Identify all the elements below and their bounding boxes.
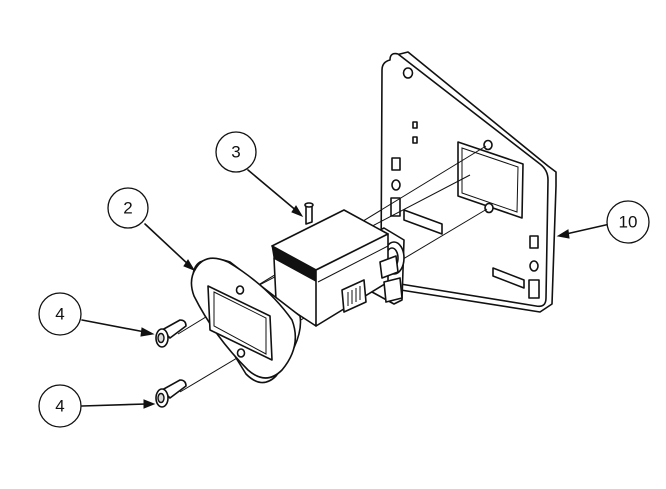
leader-lines — [81, 169, 611, 409]
callout-4-upper-label: 4 — [55, 305, 64, 324]
servo-motor — [271, 202, 405, 327]
servo-bezel — [190, 257, 302, 384]
mounting-plate — [380, 51, 557, 313]
screw-upper — [155, 319, 187, 348]
callout-2: 2 — [107, 187, 149, 229]
callout-3: 3 — [215, 131, 257, 173]
callout-4-lower-label: 4 — [55, 397, 64, 416]
callout-2-label: 2 — [123, 199, 132, 218]
callout-4-lower: 4 — [38, 384, 82, 428]
callout-10: 10 — [606, 200, 650, 244]
screw-lower — [155, 379, 187, 408]
callout-3-label: 3 — [231, 143, 240, 162]
callout-10-label: 10 — [619, 213, 638, 232]
callout-4-upper: 4 — [38, 292, 82, 336]
